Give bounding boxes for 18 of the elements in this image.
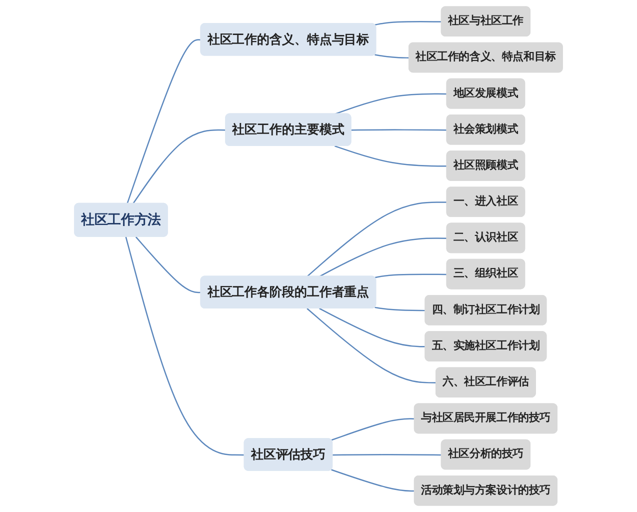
connector bbox=[319, 238, 448, 278]
connector bbox=[374, 21, 442, 26]
connector bbox=[319, 308, 426, 348]
connector bbox=[374, 274, 448, 278]
connector bbox=[306, 308, 436, 384]
connector bbox=[374, 306, 426, 312]
connector bbox=[135, 236, 202, 294]
connector bbox=[374, 54, 410, 58]
connector bbox=[332, 454, 442, 456]
connector bbox=[306, 202, 448, 277]
connector bbox=[351, 129, 448, 131]
connector bbox=[334, 93, 448, 115]
connector bbox=[331, 418, 415, 441]
connector bbox=[126, 39, 202, 204]
connector bbox=[125, 236, 245, 456]
connector bbox=[331, 469, 415, 492]
connector bbox=[334, 145, 448, 167]
connector bbox=[132, 129, 226, 204]
